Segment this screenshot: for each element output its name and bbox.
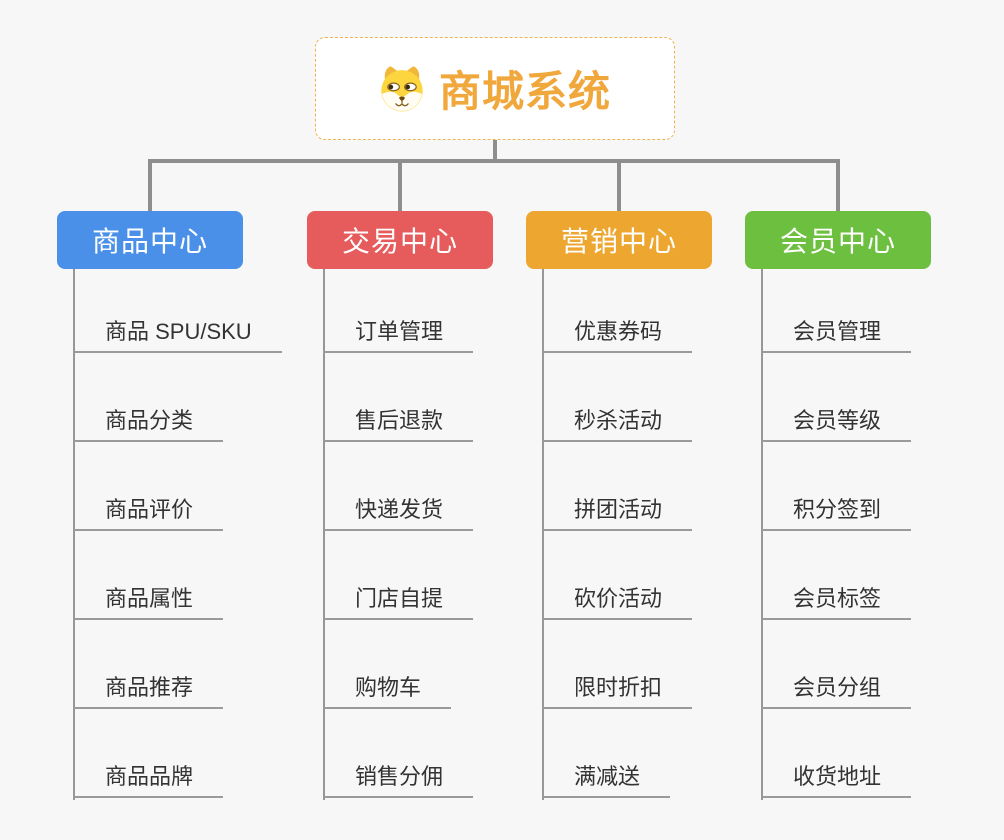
leaf-node[interactable]: 商品分类 (73, 406, 224, 442)
leaf-node[interactable]: 砍价活动 (542, 584, 693, 620)
connector-column-line-product-center (73, 269, 75, 800)
leaf-node[interactable]: 积分签到 (761, 495, 912, 531)
branch-node-label: 会员中心 (779, 226, 896, 257)
leaf-node[interactable]: 会员管理 (761, 317, 912, 353)
leaf-node[interactable]: 限时折扣 (542, 673, 693, 709)
branch-node-member-center[interactable]: 会员中心 (745, 211, 931, 269)
connector-root-stem (493, 140, 497, 163)
root-node-label: 商城系统 (438, 68, 611, 115)
connector-branch-drop-marketing-center (617, 159, 621, 211)
branch-node-label: 交易中心 (341, 226, 458, 257)
leaf-node[interactable]: 商品评价 (73, 495, 224, 531)
branch-node-marketing-center[interactable]: 营销中心 (526, 211, 712, 269)
leaf-node[interactable]: 会员等级 (761, 406, 912, 442)
leaf-node[interactable]: 秒杀活动 (542, 406, 693, 442)
branch-node-product-center[interactable]: 商品中心 (57, 211, 243, 269)
branch-node-trade-center[interactable]: 交易中心 (307, 211, 493, 269)
leaf-node[interactable]: 快递发货 (323, 495, 474, 531)
branch-node-label: 营销中心 (560, 226, 677, 257)
leaf-node[interactable]: 收货地址 (761, 762, 912, 798)
leaf-node[interactable]: 购物车 (323, 673, 452, 709)
leaf-node[interactable]: 订单管理 (323, 317, 474, 353)
leaf-node[interactable]: 售后退款 (323, 406, 474, 442)
leaf-node[interactable]: 门店自提 (323, 584, 474, 620)
leaf-node[interactable]: 优惠券码 (542, 317, 693, 353)
leaf-node[interactable]: 满减送 (542, 762, 671, 798)
connector-column-line-marketing-center (542, 269, 544, 800)
connector-branch-drop-trade-center (398, 159, 402, 211)
dog-face-icon (381, 66, 423, 112)
leaf-node[interactable]: 销售分佣 (323, 762, 474, 798)
leaf-node[interactable]: 商品品牌 (73, 762, 224, 798)
leaf-node[interactable]: 会员标签 (761, 584, 912, 620)
leaf-node[interactable]: 商品属性 (73, 584, 224, 620)
branch-node-label: 商品中心 (91, 226, 208, 257)
leaf-node[interactable]: 商品 SPU/SKU (73, 317, 282, 353)
connector-bus (148, 159, 840, 163)
connector-column-line-trade-center (323, 269, 325, 800)
leaf-node[interactable]: 会员分组 (761, 673, 912, 709)
connector-branch-drop-product-center (148, 159, 152, 211)
root-node[interactable]: 商城系统 (315, 37, 675, 140)
leaf-node[interactable]: 拼团活动 (542, 495, 693, 531)
connector-branch-drop-member-center (836, 159, 840, 211)
connector-column-line-member-center (761, 269, 763, 800)
leaf-node[interactable]: 商品推荐 (73, 673, 224, 709)
